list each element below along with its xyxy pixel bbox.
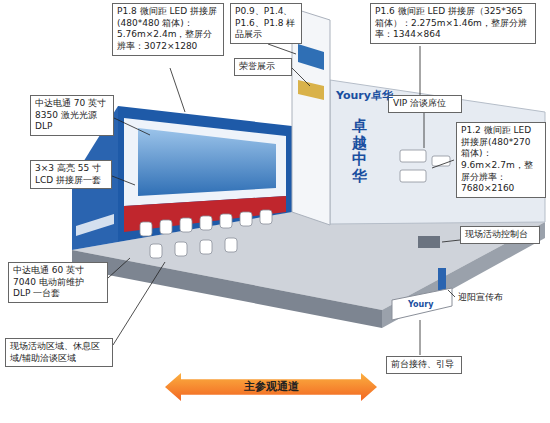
back-wall (330, 80, 545, 224)
screen-frame (124, 118, 286, 206)
callout-text: P1.6 微间距 LED 拼接屏（325*365 箱体）：2.275m×1.46… (375, 6, 531, 41)
callout-box: P1.6 微间距 LED 拼接屏（325*365 箱体）：2.275m×1.46… (370, 3, 536, 44)
callout-box: 现场活动区域、休息区域/辅助洽谈区域 (5, 338, 113, 367)
callout-text: 荣誉展示 (239, 61, 287, 73)
control-console (418, 236, 440, 248)
brand-sign: Youry卓华 (336, 88, 393, 103)
wall-stripe (76, 214, 114, 236)
screen-wall (118, 106, 292, 242)
callout-text: 迎阳宣传布 (458, 291, 503, 304)
callout-text: 现场活动区域、休息区域/辅助洽谈区域 (10, 341, 108, 364)
desk-logo: Youry (408, 300, 433, 309)
sample-screen (298, 44, 324, 70)
callout-box: VIP 洽谈席位 (388, 95, 462, 113)
callout-box: P0.9、P1.4、P1.6、P1.8 样品展示 (230, 3, 302, 44)
front-desk (392, 288, 452, 320)
double-arrow (165, 373, 377, 401)
honor-plaque (298, 80, 324, 100)
led-screen (138, 128, 276, 196)
callout-text: 中达电通 70 英寸 8350 激光光源 DLP (35, 98, 109, 133)
leader-lines (108, 44, 460, 355)
platform-edge (72, 250, 382, 328)
brand-slogan: 卓越中华 (352, 118, 367, 184)
callout-text: 现场活动控制台 (465, 229, 535, 241)
callout-box: 3×3 高亮 55 寸 LCD 拼接屏一套 (30, 160, 112, 189)
callout-text: 前台接待、引导 (391, 359, 457, 371)
callout-text: 中达电通 60 英寸 7040 电动前维护 DLP 一台套 (13, 265, 103, 300)
callout-box: 现场活动控制台 (460, 226, 540, 244)
callout-text: 主参观通道 (244, 380, 299, 393)
callout-box: 前台接待、引导 (386, 356, 462, 374)
callout-box: P1.8 微间距 LED 拼接屏(480*480 箱体)：5.76m×2.4m，… (112, 3, 224, 56)
callout-box: 荣誉展示 (234, 58, 292, 76)
aisle-arrow: 主参观通道 (165, 373, 377, 401)
callout-text: 3×3 高亮 55 寸 LCD 拼接屏一套 (35, 163, 107, 186)
chair-row (140, 210, 272, 258)
callout-text: P0.9、P1.4、P1.6、P1.8 样品展示 (235, 6, 297, 41)
callout-text: P1.2 微间距 LED 拼接屏(480*270 箱体)：9.6m×2.7m，整… (461, 125, 541, 195)
callout-box: 中达电通 60 英寸 7040 电动前维护 DLP 一台套 (8, 262, 108, 303)
callout-text: VIP 洽谈席位 (393, 98, 457, 110)
callout-box: P1.2 微间距 LED 拼接屏(480*270 箱体)：9.6m×2.7m，整… (456, 122, 546, 198)
callout-box: 中达电通 70 英寸 8350 激光光源 DLP (30, 95, 114, 136)
platform-edge (382, 222, 545, 328)
callout-text: P1.8 微间距 LED 拼接屏(480*480 箱体)：5.76m×2.4m，… (117, 6, 219, 53)
